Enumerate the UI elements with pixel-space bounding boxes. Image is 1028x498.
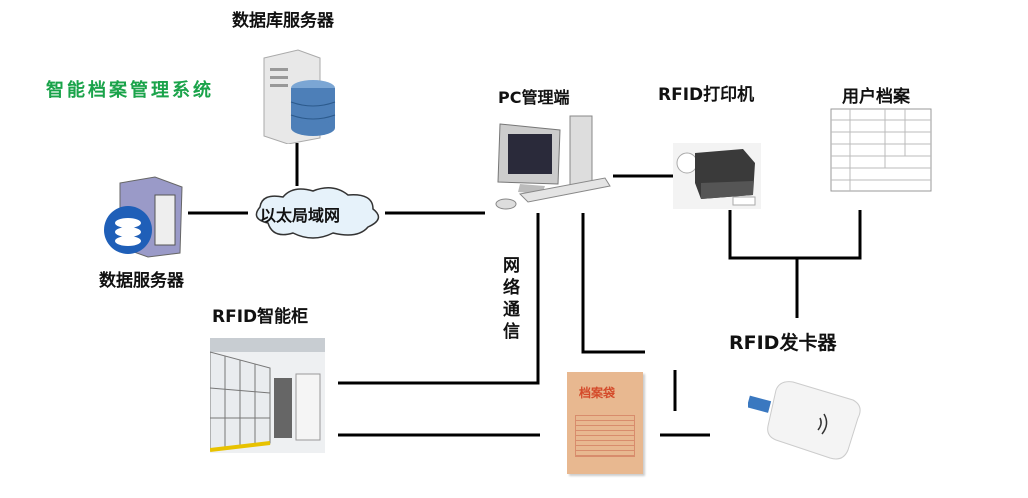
line-pc-bag — [581, 213, 645, 354]
db-server-icon — [263, 49, 336, 144]
user-file-label: 用户档案 — [842, 87, 910, 107]
user-file-icon — [830, 108, 932, 192]
card-issuer-label: RFID发卡器 — [729, 332, 837, 354]
network-comm-label: 网络通信 — [503, 256, 520, 342]
archive-bag-icon: 档案袋 — [567, 372, 643, 474]
lan-cloud-icon — [255, 187, 380, 239]
pc-label: PC管理端 — [498, 88, 570, 107]
cabinet-label: RFID智能柜 — [212, 307, 309, 327]
archive-bag-form — [575, 415, 635, 457]
data-server-label: 数据服务器 — [99, 271, 184, 291]
archive-bag-label: 档案袋 — [579, 386, 616, 400]
pc-icon — [495, 115, 611, 210]
db-server-label: 数据库服务器 — [232, 11, 334, 31]
data-server-icon — [104, 176, 183, 258]
lan-label: 以太局域网 — [260, 206, 341, 225]
line-printer-userfile — [728, 210, 862, 260]
line-pc-cabinet — [338, 213, 540, 385]
rfid-printer-icon — [673, 143, 761, 209]
printer-label: RFID打印机 — [658, 85, 755, 105]
system-title: 智能档案管理系统 — [46, 80, 214, 101]
rfid-card-issuer-icon — [748, 381, 861, 460]
rfid-cabinet-icon — [210, 338, 325, 453]
